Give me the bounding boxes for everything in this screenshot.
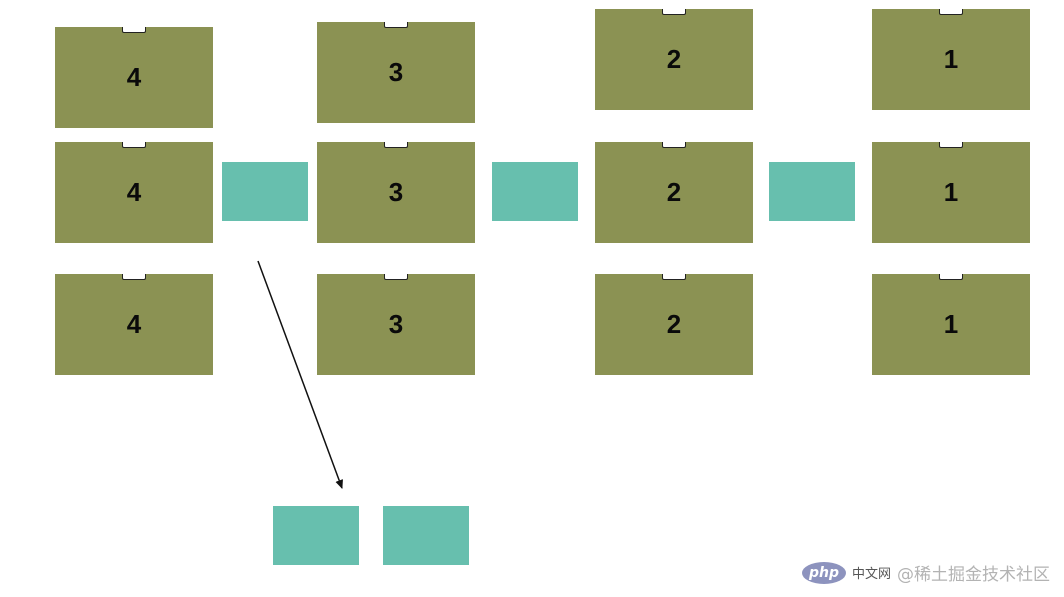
watermark: php 中文网 @稀土掘金技术社区 (801, 560, 1050, 585)
box-tab (939, 274, 963, 280)
box-label: 4 (126, 177, 142, 207)
box-col4-row2: 4 (55, 142, 213, 243)
watermark-site: 中文网 (851, 567, 891, 582)
box-col3-row2: 3 (317, 142, 475, 243)
box-tab (662, 274, 686, 280)
box-tab (662, 9, 686, 15)
box-tab (384, 142, 408, 148)
box-label: 1 (943, 44, 959, 74)
box-col3-row3: 3 (317, 274, 475, 375)
box-col1-row1: 1 (872, 9, 1030, 110)
box-label: 3 (388, 309, 404, 339)
box-label: 4 (126, 309, 142, 339)
box-label: 2 (666, 309, 682, 339)
box-col4-row3: 4 (55, 274, 213, 375)
box-label: 2 (666, 177, 682, 207)
box-tab (122, 274, 146, 280)
box-tab (662, 142, 686, 148)
box-label: 1 (943, 309, 959, 339)
box-label: 3 (388, 57, 404, 87)
box-col2-row1: 2 (595, 9, 753, 110)
box-label: 1 (943, 177, 959, 207)
php-logo-icon: php (801, 561, 846, 584)
teal-block-between-4-3 (222, 162, 308, 221)
teal-block-between-2-1 (769, 162, 855, 221)
box-label: 3 (388, 177, 404, 207)
box-label: 4 (126, 62, 142, 92)
teal-block-bottom-left (273, 506, 359, 565)
box-tab (384, 22, 408, 28)
teal-block-bottom-right (383, 506, 469, 565)
box-col1-row2: 1 (872, 142, 1030, 243)
box-col1-row3: 1 (872, 274, 1030, 375)
watermark-author: @稀土掘金技术社区 (897, 565, 1050, 585)
teal-block-between-3-2 (492, 162, 578, 221)
box-tab (939, 142, 963, 148)
box-tab (122, 27, 146, 33)
box-tab (939, 9, 963, 15)
box-tab (122, 142, 146, 148)
box-col2-row2: 2 (595, 142, 753, 243)
box-col3-row1: 3 (317, 22, 475, 123)
box-col4-row1: 4 (55, 27, 213, 128)
box-tab (384, 274, 408, 280)
box-col2-row3: 2 (595, 274, 753, 375)
box-label: 2 (666, 44, 682, 74)
